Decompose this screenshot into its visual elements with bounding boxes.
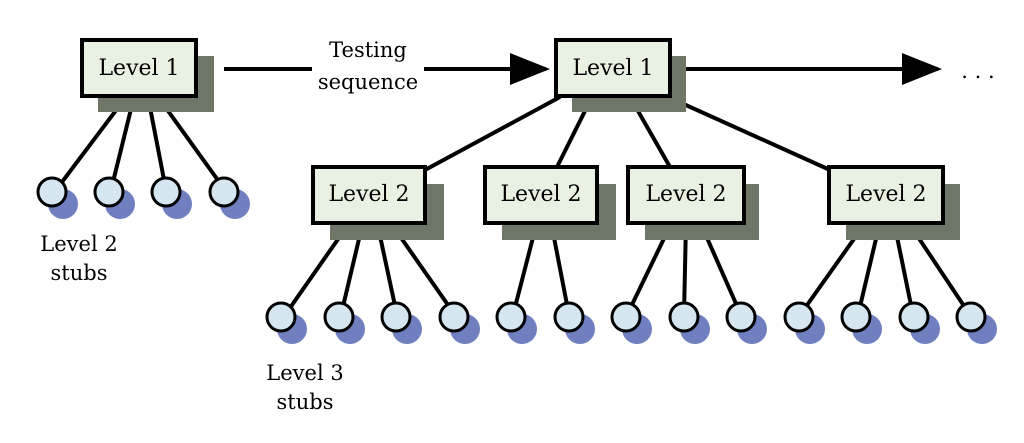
continuation-ellipsis: . . . xyxy=(961,59,994,83)
level3-stub xyxy=(553,301,585,333)
level3-stub xyxy=(265,301,297,333)
level2-d-label: Level 2 xyxy=(845,182,926,207)
level3-stub xyxy=(840,301,872,333)
level2-c-box xyxy=(626,165,746,225)
edge-l1a-stub4 xyxy=(156,95,227,192)
level2-c-label: Level 2 xyxy=(645,182,726,207)
level1-second-label: Level 1 xyxy=(572,56,653,81)
level2-a-box xyxy=(311,165,427,225)
level2-d-box xyxy=(827,165,945,225)
level3-stub xyxy=(323,301,355,333)
level1-second-node: Level 1 xyxy=(554,38,686,112)
level3-stubs xyxy=(265,301,997,344)
level3-stub xyxy=(783,301,815,333)
level2-c-node: Level 2 xyxy=(626,165,759,240)
level2-b-node: Level 2 xyxy=(483,165,616,240)
level1-second-box xyxy=(554,38,672,98)
level3-stub xyxy=(438,301,470,333)
level3-stub xyxy=(898,301,930,333)
sequence-caption-line1: Testing xyxy=(329,38,407,62)
level3-stubs-caption-line1: Level 3 xyxy=(266,361,343,385)
level1-first-node: Level 1 xyxy=(80,38,214,112)
level3-stub xyxy=(610,301,642,333)
level2-b-box xyxy=(483,165,599,225)
level2-stub xyxy=(208,176,240,208)
level3-stub xyxy=(380,301,412,333)
edge-l1a-stub1 xyxy=(54,95,128,192)
sequence-caption-line2: sequence xyxy=(318,70,418,94)
level1-first-label: Level 1 xyxy=(98,56,179,81)
level3-stub xyxy=(668,301,700,333)
edge-l1b-l2a xyxy=(424,95,561,172)
level3-stubs-caption-line2: stubs xyxy=(277,390,334,414)
edge-l1a-stub2 xyxy=(109,96,136,191)
level3-stub xyxy=(955,301,987,333)
level2-a-node: Level 2 xyxy=(311,165,444,240)
level2-stubs-caption-line1: Level 2 xyxy=(40,232,117,256)
level2-stub xyxy=(36,176,68,208)
level1-first-box xyxy=(80,38,198,98)
level3-stub xyxy=(725,301,757,333)
edge-l1b-l2d xyxy=(667,95,831,172)
level3-stub xyxy=(495,301,527,333)
level2-stubs xyxy=(36,176,250,219)
level2-b-label: Level 2 xyxy=(500,182,581,207)
level2-d-node: Level 2 xyxy=(827,165,960,240)
level2-stub xyxy=(150,176,182,208)
level2-stub xyxy=(93,176,125,208)
edge-l1a-stub3 xyxy=(146,96,168,191)
level2-a-label: Level 2 xyxy=(328,182,409,207)
level2-stubs-caption-line2: stubs xyxy=(51,261,108,285)
